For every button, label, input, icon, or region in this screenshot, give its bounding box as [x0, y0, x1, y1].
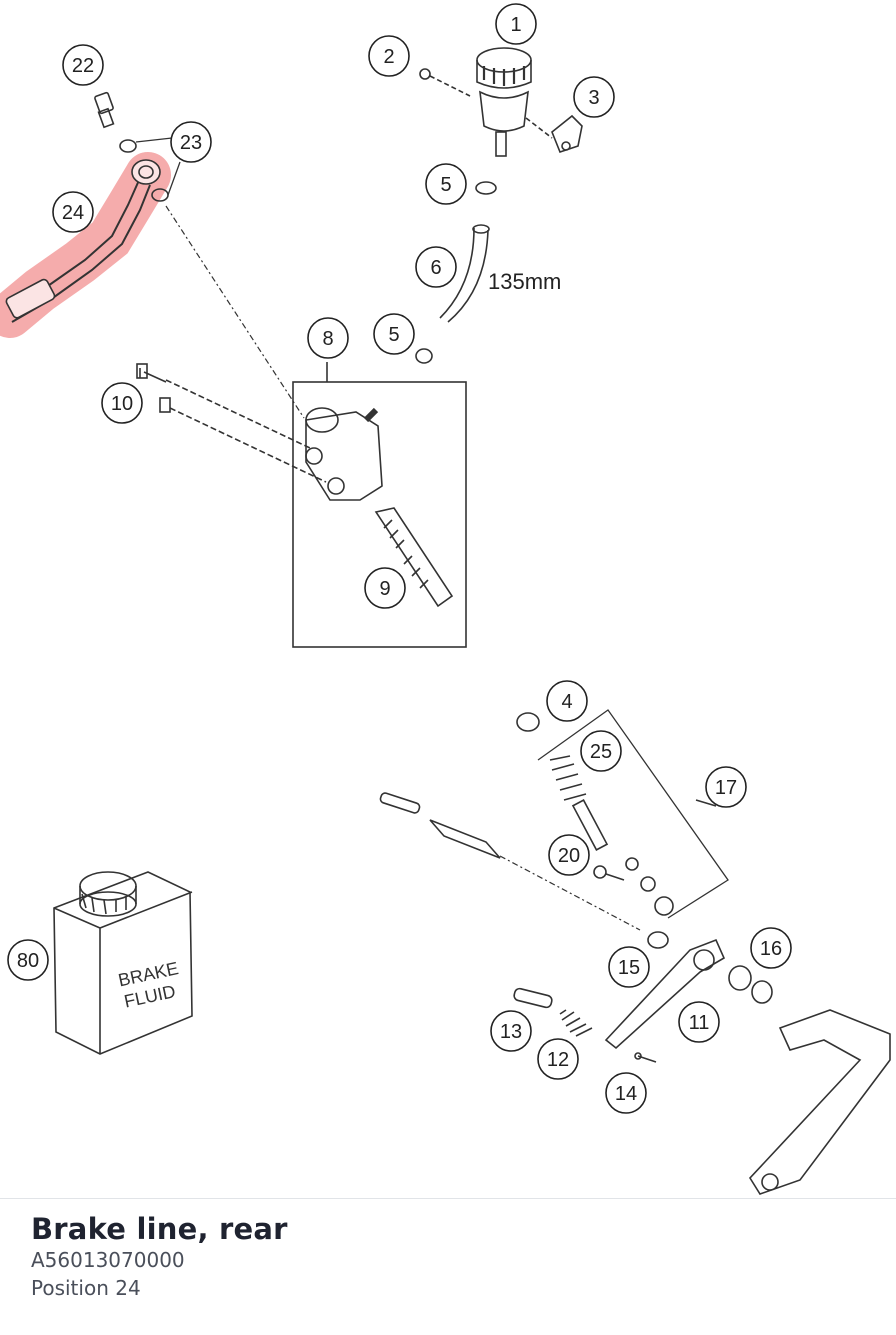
bushing-part-16-b[interactable] [751, 980, 773, 1004]
brake-pedal-part-11[interactable] [604, 931, 726, 1050]
callout-11[interactable]: 11 [678, 1001, 720, 1043]
callout-label: 5 [440, 174, 451, 196]
hose-clamp-part-5-top[interactable] [475, 181, 497, 195]
callout-label: 16 [760, 938, 782, 960]
callout-label: 80 [17, 950, 39, 972]
callout-16[interactable]: 16 [750, 927, 792, 969]
callout-14[interactable]: 14 [605, 1072, 647, 1114]
bushing-part-16-a[interactable] [728, 965, 752, 991]
callout-8[interactable]: 8 [307, 317, 349, 359]
hose-length-label: 135mm [488, 269, 561, 294]
callout-label: 9 [379, 578, 390, 600]
spring-part-25[interactable] [549, 755, 609, 851]
master-cylinder-group-box-part-8 [292, 381, 467, 648]
bolts-part-10[interactable] [136, 363, 327, 483]
callout-label: 2 [383, 46, 394, 68]
cap-part-4[interactable] [516, 712, 540, 732]
footrest-bracket [748, 1009, 891, 1195]
callout-label: 1 [510, 14, 521, 36]
callout-9[interactable]: 9 [364, 567, 406, 609]
callout-label: 6 [430, 257, 441, 279]
callout-13[interactable]: 13 [490, 1010, 532, 1052]
callout-25[interactable]: 25 [580, 730, 622, 772]
brake-fluid-reservoir-part-1[interactable] [476, 47, 532, 157]
callout-22[interactable]: 22 [62, 44, 104, 86]
callout-12[interactable]: 12 [537, 1038, 579, 1080]
pushrod-group-frame-part-17 [537, 709, 729, 919]
pushrod[interactable] [379, 792, 641, 931]
callout-5[interactable]: 5 [425, 163, 467, 205]
callout-label: 3 [588, 87, 599, 109]
callout-2[interactable]: 2 [368, 35, 410, 77]
nut-part-20[interactable] [593, 865, 607, 879]
master-cylinder-part-8[interactable] [305, 407, 383, 501]
spring-part-12[interactable] [559, 1009, 593, 1037]
callout-label: 12 [547, 1049, 569, 1071]
part-name: Brake line, rear [31, 1212, 288, 1246]
callout-5[interactable]: 5 [373, 313, 415, 355]
callout-label: 14 [615, 1083, 637, 1105]
callout-3[interactable]: 3 [573, 76, 615, 118]
callout-20[interactable]: 20 [548, 834, 590, 876]
callout-80[interactable]: 80 [7, 939, 49, 981]
divider [0, 1198, 896, 1199]
screw-part-2[interactable] [419, 68, 471, 97]
callout-label: 20 [558, 845, 580, 867]
callout-label: 5 [388, 324, 399, 346]
brake-line-part-24[interactable] [0, 152, 171, 338]
callout-15[interactable]: 15 [608, 946, 650, 988]
callout-23[interactable]: 23 [170, 121, 212, 163]
callout-label: 8 [322, 328, 333, 350]
callout-label: 24 [62, 202, 84, 224]
hose-clamp-part-5-bottom[interactable] [415, 348, 433, 364]
banjo-bolt-part-22[interactable] [94, 91, 115, 129]
brake-fluid-bottle-part-80[interactable] [53, 871, 193, 1055]
exploded-parts-diagram: BRAKE FLUID 135mm 1234556891011121314151… [0, 3, 891, 1195]
pin-part-13[interactable] [513, 987, 553, 1009]
callout-label: 22 [72, 55, 94, 77]
piston-kit-part-9[interactable] [374, 507, 454, 608]
callout-label: 4 [561, 691, 572, 713]
callout-label: 25 [590, 741, 612, 763]
callout-10[interactable]: 10 [101, 382, 143, 424]
part-info-panel: Brake line, rear A56013070000 Position 2… [31, 1212, 288, 1300]
callout-label: 13 [500, 1021, 522, 1043]
callout-4[interactable]: 4 [546, 680, 588, 722]
part-number: A56013070000 [31, 1248, 185, 1272]
callout-17[interactable]: 17 [705, 766, 747, 808]
callout-1[interactable]: 1 [495, 3, 537, 45]
callout-6[interactable]: 6 [415, 246, 457, 288]
callout-label: 11 [689, 1012, 710, 1034]
reservoir-hose-part-6[interactable] [439, 227, 489, 323]
callout-label: 17 [715, 777, 737, 799]
callout-label: 15 [618, 957, 640, 979]
callout-24[interactable]: 24 [52, 191, 94, 233]
part-position: Position 24 [31, 1276, 141, 1300]
washer-part-23-a[interactable] [119, 139, 137, 153]
bracket-part-3[interactable] [525, 114, 583, 153]
callout-label: 10 [111, 393, 133, 415]
callout-label: 23 [180, 132, 202, 154]
